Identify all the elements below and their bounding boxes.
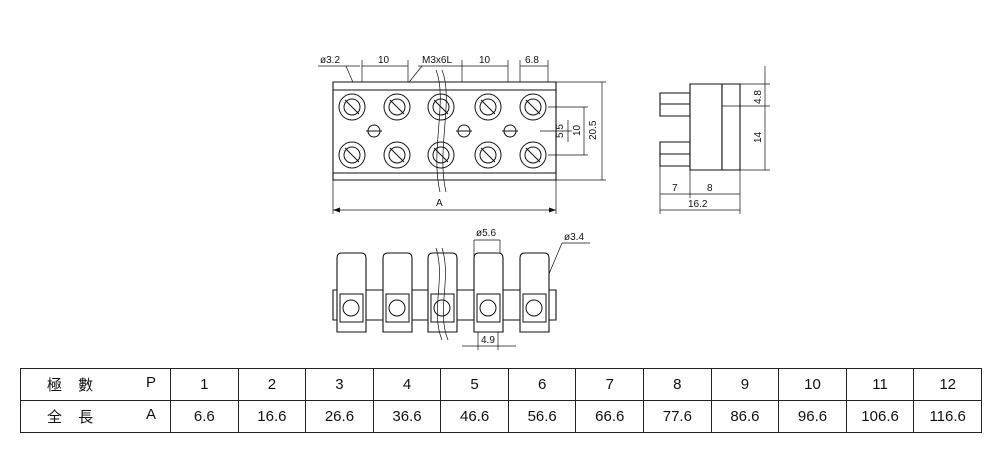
top-view: ø3.2 10 M3x6L 10 6.8: [318, 55, 606, 214]
edge-label: 6.8: [525, 55, 539, 66]
spec-table: 極 數 P 1 2 3 4 5 6 7 8 9 10 11 12 全 長 A 6…: [20, 368, 982, 433]
hole-dia-label: ø3.2: [320, 55, 340, 66]
side-height-label: 14: [753, 131, 764, 143]
table-cell: 1: [170, 368, 239, 401]
table-cell: 5: [440, 368, 509, 401]
table-cell: 9: [710, 368, 780, 401]
side-d2-label: 8: [707, 183, 713, 194]
length-label: A: [436, 198, 443, 209]
screw-label: M3x6L: [422, 55, 452, 66]
table-cell: 7: [575, 368, 645, 401]
pitch-left-label: 10: [378, 55, 390, 66]
table-cell: 106.6: [845, 400, 915, 433]
table-cell: 6.6: [170, 400, 239, 433]
table-cell: 8: [643, 368, 712, 401]
row-label: 極 數: [47, 377, 100, 394]
row-symbol: P: [145, 374, 156, 391]
table-cell: 10: [778, 368, 847, 401]
front-poles: [336, 252, 550, 333]
screw-row-bottom: [338, 141, 547, 169]
table-cell: 66.6: [575, 400, 645, 433]
height-overall-label: 20.5: [588, 120, 599, 140]
side-top-label: 4.8: [753, 90, 764, 104]
table-cell: 6: [507, 368, 577, 401]
table-cell: 46.6: [440, 400, 509, 433]
table-cell: 56.6: [507, 400, 577, 433]
table-cell: 116.6: [913, 400, 982, 433]
technical-drawing: ø3.2 10 M3x6L 10 6.8: [318, 55, 770, 350]
row-gap-label: 10: [572, 124, 583, 136]
pitch-right-label: 10: [479, 55, 491, 66]
width-label: 4.9: [481, 335, 495, 346]
table-cell: 3: [305, 368, 374, 401]
table-cell: 16.6: [237, 400, 307, 433]
side-view: 4.8 14 7 8 16.2: [659, 66, 770, 214]
row-symbol: A: [145, 406, 156, 423]
hole-offset-label: 5.5: [555, 124, 566, 138]
bore-label: ø5.6: [476, 228, 496, 239]
row-header: 全 長 A: [20, 400, 171, 433]
table-cell: 77.6: [643, 400, 712, 433]
table-cell: 4: [372, 368, 442, 401]
table-cell: 2: [237, 368, 307, 401]
table-cell: 86.6: [710, 400, 780, 433]
row-header: 極 數 P: [20, 368, 171, 401]
row-label: 全 長: [47, 409, 100, 426]
table-row: 全 長 A 6.6 16.6 26.6 36.6 46.6 56.6 66.6 …: [20, 400, 982, 433]
hole-label: ø3.4: [564, 232, 584, 243]
front-view: ø5.6 ø3.4 4.9: [332, 228, 590, 350]
side-depth-label: 16.2: [688, 199, 708, 210]
table-cell: 12: [913, 368, 982, 401]
table-cell: 26.6: [305, 400, 374, 433]
table-row: 極 數 P 1 2 3 4 5 6 7 8 9 10 11 12: [20, 368, 982, 401]
screw-row-top: [338, 93, 547, 121]
mounting-holes: [366, 124, 518, 138]
table-cell: 36.6: [372, 400, 442, 433]
side-d1-label: 7: [672, 183, 678, 194]
table-cell: 96.6: [778, 400, 847, 433]
table-cell: 11: [845, 368, 915, 401]
